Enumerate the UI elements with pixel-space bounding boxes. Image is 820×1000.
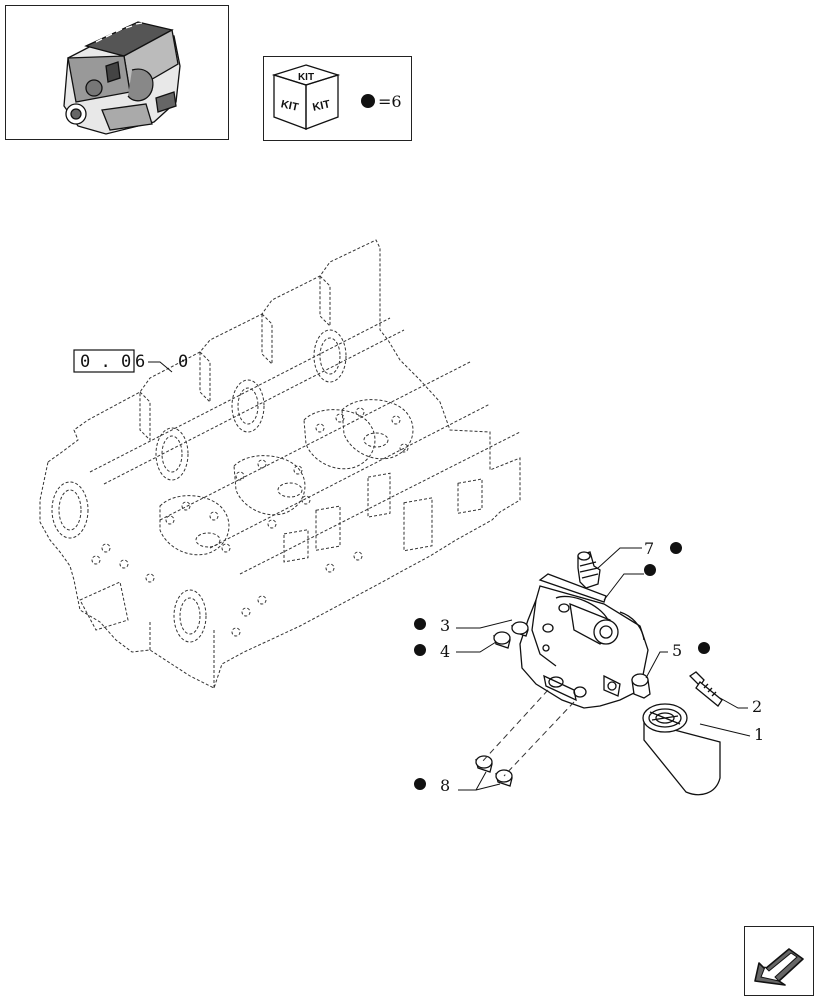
callout-number-5: 5 [672, 641, 682, 660]
kit-cube-icon: KIT KIT KIT [271, 64, 341, 130]
reference-suffix-0: 0 [178, 352, 188, 372]
leader-lines [456, 547, 751, 791]
callout-number-8: 8 [440, 776, 450, 795]
kit-dot-icon [698, 642, 710, 654]
callout-number-2: 2 [752, 697, 762, 716]
callout-number-4: 4 [440, 642, 450, 661]
part-7-fitting [577, 551, 601, 589]
engine-thumbnail-frame [5, 5, 229, 140]
kit-text-top: KIT [298, 72, 314, 83]
back-navigation-button[interactable] [744, 926, 814, 996]
kit-equals-text: =6 [378, 92, 402, 111]
part-8-plugs [475, 755, 513, 787]
kit-dot-icon [414, 778, 426, 790]
kit-dot-icon [644, 564, 656, 576]
kit-text-right: KIT [311, 98, 331, 113]
part-3-plug [511, 621, 529, 637]
back-arrow-icon [754, 948, 804, 986]
part-2-screw [688, 671, 723, 707]
engine-icon [63, 21, 181, 135]
reference-suffix-6: 6 [135, 352, 145, 372]
reference-callout: 0 . 0 6 0 [73, 349, 188, 373]
kit-dot-icon [414, 644, 426, 656]
kit-dot-icon [361, 94, 375, 108]
callout-number-3: 3 [440, 616, 450, 635]
part-5-plug [631, 673, 651, 699]
kit-text-left: KIT [280, 98, 300, 113]
part-4-plug [493, 631, 511, 649]
kit-legend: KIT KIT KIT =6 [271, 64, 402, 130]
kit-dot-icon [670, 542, 682, 554]
callout-number-1: 1 [754, 725, 764, 744]
callout-number-7: 7 [644, 539, 654, 558]
engine-block-outline [39, 239, 521, 689]
kit-legend-frame: KIT KIT KIT =6 [263, 56, 412, 141]
assembly-lines [481, 689, 575, 777]
reference-box-text: 0 . 0 [80, 352, 131, 372]
part-1-filter-cartridge [642, 703, 721, 796]
kit-dot-icon [414, 618, 426, 630]
callout-labels: 7 3 4 5 2 1 8 [414, 539, 764, 795]
filter-housing [519, 573, 649, 709]
